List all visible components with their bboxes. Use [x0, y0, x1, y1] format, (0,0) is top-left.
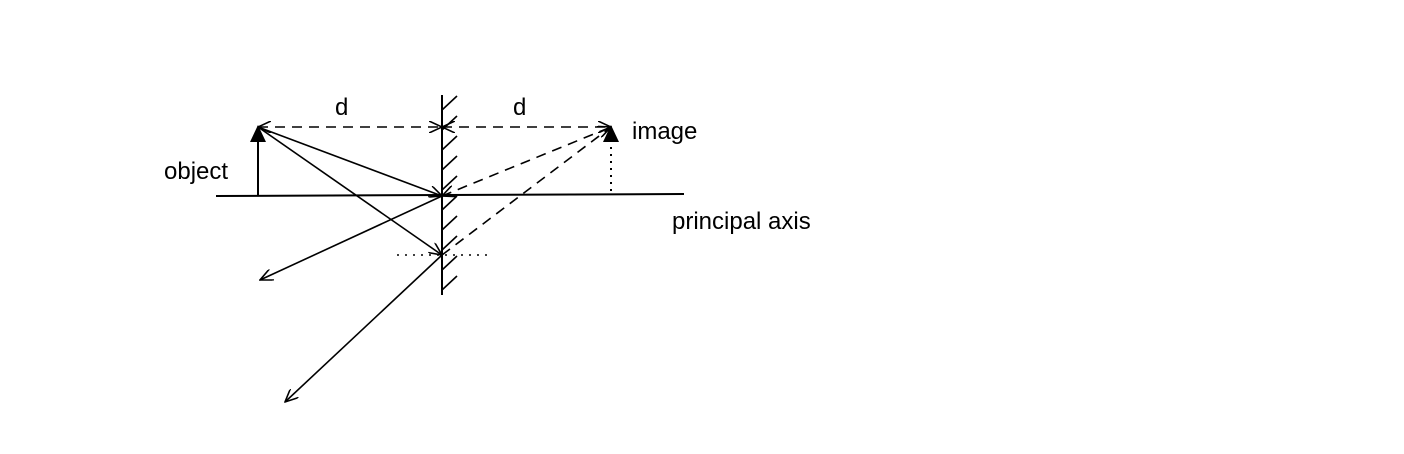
principal-axis-label: principal axis: [672, 208, 811, 235]
distance-label-right: d: [513, 94, 526, 121]
principal-axis: [215, 193, 685, 197]
hatch-mark: [441, 115, 458, 131]
hatch-mark: [441, 95, 458, 111]
hatch-mark: [441, 175, 458, 191]
object-label: object: [164, 158, 228, 185]
reflected-ray-2: [285, 254, 443, 402]
distance-label-left: d: [335, 94, 348, 121]
virtual-ray-1: [442, 127, 611, 196]
reflected-ray-1: [260, 195, 443, 280]
virtual-ray-2: [441, 126, 612, 256]
hatch-mark: [441, 215, 458, 231]
hatch-mark: [441, 255, 458, 271]
hatch-mark: [441, 135, 458, 151]
object-arrowhead: [250, 125, 266, 142]
hatch-mark: [441, 235, 458, 251]
hatch-mark: [441, 275, 458, 291]
image-arrowhead: [603, 125, 619, 142]
incident-ray-2: [257, 126, 442, 255]
image-label: image: [632, 118, 697, 145]
incident-ray-1: [257, 126, 442, 196]
hatch-mark: [441, 155, 458, 171]
hatch-mark: [441, 195, 458, 211]
